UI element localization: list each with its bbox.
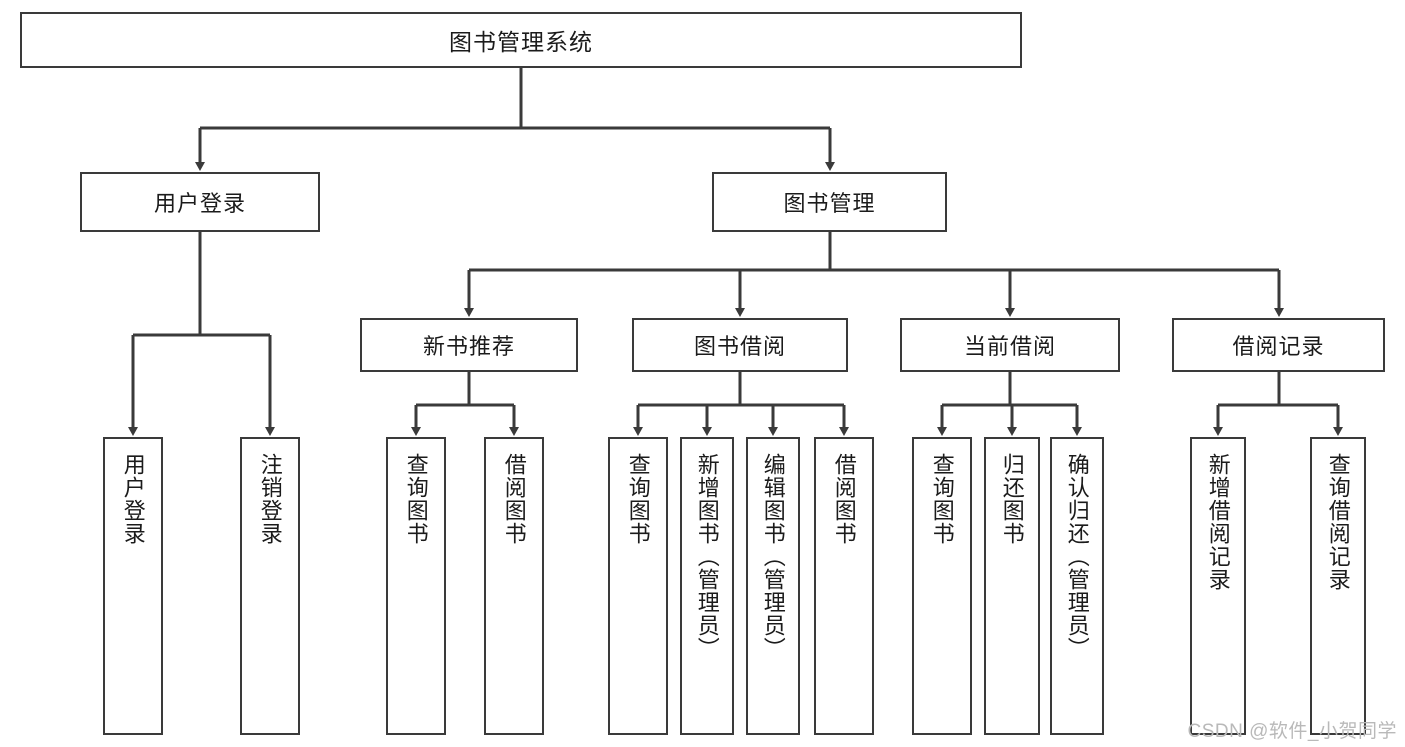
node-label: 新书推荐 <box>422 334 515 359</box>
node-label: 查询图书 <box>929 453 955 545</box>
node-level3-图书借阅[interactable]: 图书借阅 <box>632 318 848 372</box>
node-level3-当前借阅[interactable]: 当前借阅 <box>900 318 1120 372</box>
node-label: 新增借阅记录 <box>1205 453 1231 591</box>
node-leaf-编辑图书管理员[interactable]: 编辑图书（管理员） <box>746 437 800 735</box>
node-level2-用户登录[interactable]: 用户登录 <box>80 172 320 232</box>
node-label: 借阅图书 <box>501 453 527 545</box>
node-leaf-查询图书[interactable]: 查询图书 <box>386 437 446 735</box>
node-label: 查询借阅记录 <box>1325 453 1351 591</box>
node-leaf-归还图书[interactable]: 归还图书 <box>984 437 1040 735</box>
node-leaf-新增图书管理员[interactable]: 新增图书（管理员） <box>680 437 734 735</box>
node-label: 确认归还（管理员） <box>1064 453 1090 660</box>
node-leaf-新增借阅记录[interactable]: 新增借阅记录 <box>1190 437 1246 735</box>
node-leaf-借阅图书[interactable]: 借阅图书 <box>814 437 874 735</box>
node-label: 注销登录 <box>257 453 283 545</box>
node-label: 借阅记录 <box>1232 334 1325 359</box>
node-leaf-查询借阅记录[interactable]: 查询借阅记录 <box>1310 437 1366 735</box>
node-leaf-查询图书[interactable]: 查询图书 <box>912 437 972 735</box>
node-leaf-借阅图书[interactable]: 借阅图书 <box>484 437 544 735</box>
node-label: 当前借阅 <box>963 334 1056 359</box>
csdn-watermark: CSDN @软件_小贺同学 <box>1187 721 1397 742</box>
node-label: 用户登录 <box>120 453 146 545</box>
node-label: 图书管理系统 <box>449 29 593 55</box>
node-leaf-确认归还管理员[interactable]: 确认归还（管理员） <box>1050 437 1104 735</box>
node-level3-借阅记录[interactable]: 借阅记录 <box>1172 318 1385 372</box>
node-label: 编辑图书（管理员） <box>760 453 786 660</box>
node-label: 新增图书（管理员） <box>694 453 720 660</box>
node-level3-新书推荐[interactable]: 新书推荐 <box>360 318 578 372</box>
node-label: 归还图书 <box>999 453 1025 545</box>
node-leaf-注销登录[interactable]: 注销登录 <box>240 437 300 735</box>
node-label: 查询图书 <box>625 453 651 545</box>
node-label: 用户登录 <box>153 191 246 216</box>
node-level2-图书管理[interactable]: 图书管理 <box>712 172 947 232</box>
node-leaf-用户登录[interactable]: 用户登录 <box>103 437 163 735</box>
node-label: 图书管理 <box>783 191 876 216</box>
node-label: 借阅图书 <box>831 453 857 545</box>
node-root-图书管理系统[interactable]: 图书管理系统 <box>20 12 1022 68</box>
node-leaf-查询图书[interactable]: 查询图书 <box>608 437 668 735</box>
node-label: 查询图书 <box>403 453 429 545</box>
node-label: 图书借阅 <box>693 334 786 359</box>
